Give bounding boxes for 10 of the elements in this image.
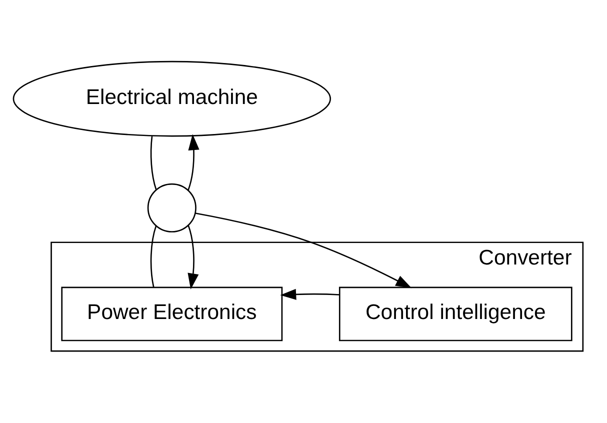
node-ellipse: Electrical machine <box>12 60 332 137</box>
connector <box>150 226 157 288</box>
node-box: Control intelligence <box>338 286 572 342</box>
arrow <box>188 225 199 290</box>
arrow <box>188 134 200 190</box>
node-circle <box>147 183 196 232</box>
arrow <box>280 288 340 300</box>
arrow <box>195 212 412 288</box>
connector <box>150 136 157 190</box>
node-box: Power Electronics <box>61 286 283 342</box>
